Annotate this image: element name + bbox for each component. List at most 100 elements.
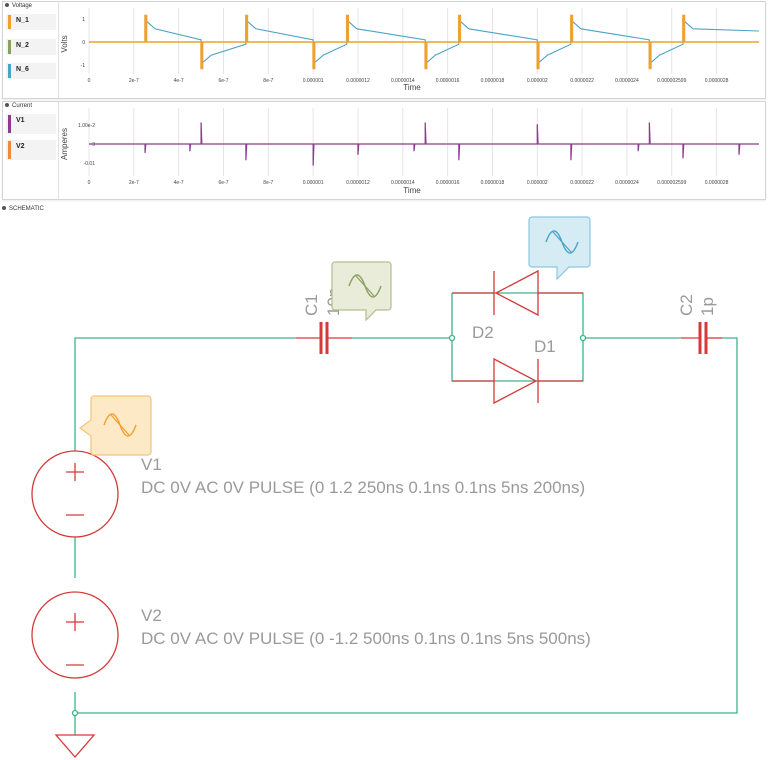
y-axis-label: Amperes [60, 128, 69, 160]
wire[interactable] [74, 337, 296, 451]
voltage-traces [89, 14, 760, 70]
x-tick: 0.0000018 [481, 180, 505, 186]
trace-color-swatch [8, 141, 11, 159]
c1-name: C1 [302, 294, 321, 316]
x-tick: 0 [88, 78, 91, 84]
legend-item-v1[interactable]: V1 [6, 114, 56, 135]
legend-label: V2 [16, 143, 25, 150]
legend-item-n2[interactable]: N_2 [6, 39, 56, 56]
x-tick-labels: 0 2e-7 4e-7 6e-7 8e-7 0.000001 0.0000012 0.0000… [88, 180, 729, 186]
collapse-dot-icon[interactable] [5, 3, 9, 8]
voltage-panel: Voltage N_1 N_2 N_6 Volts 1 0 -1 0 2e-7 4e… [2, 1, 766, 99]
voltage-plot[interactable]: Volts 1 0 -1 0 2e-7 4e-7 6e-7 8e-7 0.000001 0.… [59, 2, 764, 96]
c2-value: 1p [698, 297, 717, 316]
x-tick-labels: 0 2e-7 4e-7 6e-7 8e-7 0.000001 0.0000012 0.0000… [88, 78, 729, 84]
current-panel: Current V1 V2 Amperes 1.00e-2 0 -0.01 0 2… [2, 101, 766, 200]
diode-d2[interactable] [452, 269, 583, 317]
current-plot[interactable]: Amperes 1.00e-2 0 -0.01 0 2e-7 4e-7 6e-7 8e-… [59, 102, 764, 197]
trace-n1[interactable] [89, 14, 759, 70]
legend-item-v2[interactable]: V2 [6, 140, 56, 161]
x-tick: 0.0000016 [436, 180, 460, 186]
x-tick: 0.0000012 [346, 180, 370, 186]
legend-item-n1[interactable]: N_1 [6, 14, 56, 31]
y-tick-labels: 1 0 -1 [81, 17, 86, 69]
legend-label: N_6 [16, 66, 29, 73]
y-tick: -0.01 [84, 161, 96, 167]
collapse-dot-icon[interactable] [2, 206, 6, 211]
v1-spec: DC 0V AC 0V PULSE (0 1.2 250ns 0.1ns 0.1… [141, 478, 585, 497]
x-tick: 6e-7 [218, 78, 228, 84]
x-tick: 0.0000012 [346, 78, 370, 84]
junction-node[interactable] [579, 334, 587, 342]
trace-color-swatch [8, 115, 11, 133]
x-tick: 0.000002599 [657, 78, 686, 84]
current-legend: Current V1 V2 [3, 102, 59, 199]
trace-color-swatch [8, 64, 11, 78]
x-tick: 0.0000018 [481, 78, 505, 84]
legend-item-n6[interactable]: N_6 [6, 63, 56, 80]
y-tick: 1 [82, 17, 85, 23]
x-tick: 0.0000024 [615, 180, 639, 186]
capacitor-c2[interactable] [681, 322, 722, 354]
x-tick: 0.0000024 [615, 78, 639, 84]
x-tick: 8e-7 [263, 78, 273, 84]
x-tick: 2e-7 [129, 180, 139, 186]
y-tick: 0 [82, 40, 85, 46]
x-tick: 0.0000016 [436, 78, 460, 84]
x-tick: 0.0000022 [570, 180, 594, 186]
x-axis-label: Time [403, 83, 421, 92]
v2-name: V2 [141, 606, 162, 625]
d2-label: D2 [472, 323, 494, 342]
y-tick: -1 [81, 63, 86, 69]
voltage-panel-title[interactable]: Voltage [5, 3, 32, 9]
legend-label: N_2 [16, 42, 29, 49]
wire[interactable] [74, 337, 738, 714]
x-tick: 0.000002 [527, 180, 548, 186]
capacitor-c1[interactable] [296, 322, 352, 354]
gridlines [88, 8, 718, 74]
wires [71, 292, 738, 735]
c2-name: C2 [677, 294, 696, 316]
x-tick: 0.000001 [303, 78, 324, 84]
y-axis-label: Volts [60, 35, 69, 52]
diode-d1[interactable] [452, 357, 583, 405]
legend-label: N_1 [16, 17, 29, 24]
voltage-source-v2[interactable] [31, 591, 119, 679]
trace-color-swatch [8, 15, 11, 29]
ground-icon[interactable] [54, 734, 96, 758]
x-tick: 2e-7 [129, 78, 139, 84]
collapse-dot-icon[interactable] [5, 103, 9, 108]
x-tick: 4e-7 [174, 180, 184, 186]
junction-node[interactable] [448, 334, 456, 342]
x-tick: 8e-7 [263, 180, 273, 186]
x-tick: 0.0000014 [391, 78, 415, 84]
voltage-source-v1[interactable] [31, 450, 119, 538]
x-tick: 0.000002 [527, 78, 548, 84]
x-tick: 0.0000014 [391, 180, 415, 186]
y-tick-labels: 1.00e-2 0 -0.01 [78, 123, 95, 167]
trace-v1[interactable] [89, 122, 759, 166]
y-tick: 0 [92, 142, 95, 148]
x-tick: 0.000002599 [657, 180, 686, 186]
legend-label: V1 [16, 117, 25, 124]
d1-label: D1 [534, 337, 556, 356]
x-tick: 0.0000028 [705, 78, 729, 84]
current-panel-title[interactable]: Current [5, 103, 32, 109]
v1-name: V1 [141, 455, 162, 474]
probe-n2-icon[interactable] [331, 261, 392, 322]
v2-spec: DC 0V AC 0V PULSE (0 -1.2 500ns 0.1ns 0.… [141, 629, 591, 648]
probe-n1-icon[interactable] [78, 395, 152, 456]
schematic-header[interactable]: SCHEMATIC [2, 206, 44, 212]
x-tick: 0 [88, 180, 91, 186]
schematic-canvas[interactable]: C1 10p C2 1p D2 D1 V1 DC 0V AC 0V PULSE … [0, 214, 768, 760]
x-tick: 0.0000022 [570, 78, 594, 84]
probe-n6-icon[interactable] [528, 216, 591, 281]
x-tick: 0.0000028 [705, 180, 729, 186]
gridlines [88, 108, 718, 176]
current-traces [89, 122, 759, 166]
junction-node[interactable] [71, 709, 79, 717]
y-tick: 1.00e-2 [78, 123, 95, 129]
x-tick: 0.000001 [303, 180, 324, 186]
x-tick: 4e-7 [174, 78, 184, 84]
x-tick: 6e-7 [218, 180, 228, 186]
